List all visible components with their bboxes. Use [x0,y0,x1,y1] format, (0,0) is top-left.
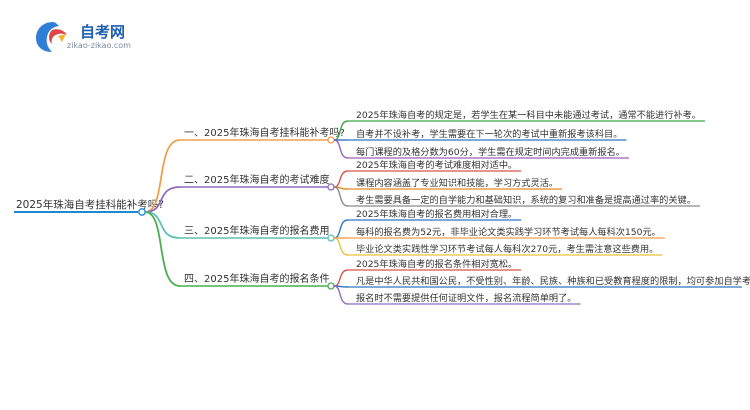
leaf-text-3-2[interactable]: 每科的报名费为52元，非毕业论文类实践学习环节考试每人每科次150元。 [356,226,661,238]
leaf-text-3-1[interactable]: 2025年珠海自考的报名费用相对合理。 [356,208,517,220]
leaf-text-1-3[interactable]: 每门课程的及格分数为60分，学生需在规定时间内完成重新报名。 [356,146,625,158]
branch-connector-4 [144,211,181,287]
branch-connector-2 [144,186,181,213]
leaf-connector-3-3 [333,237,349,256]
branch-node-dot-1 [327,136,335,144]
branch-topic-1[interactable]: 一、2025年珠海自考挂科能补考吗? [184,126,345,139]
leaf-text-4-1[interactable]: 2025年珠海自考的报名条件相对宽松。 [356,258,517,270]
leaf-connector-2-3 [333,186,349,207]
leaf-text-4-3[interactable]: 报名时不需要提供任何证明文件，报名流程简单明了。 [356,292,577,304]
branch-node-dot-4 [327,282,335,290]
leaf-text-4-2[interactable]: 凡是中华人民共和国公民，不受性别、年龄、民族、种族和已受教育程度的限制，均可参加… [356,275,750,287]
leaf-connector-2-1 [333,170,349,188]
root-topic[interactable]: 2025年珠海自考挂科能补考吗? [16,198,164,211]
leaf-connector-3-1 [333,219,349,239]
logo-domain: zikao-zikao.com [67,41,131,50]
leaf-connector-4-3 [333,285,349,305]
leaf-connector-1-3 [333,139,349,159]
branch-connector-1 [144,139,181,213]
leaf-text-2-1[interactable]: 2025年珠海自考的考试难度相对适中。 [356,159,517,171]
leaf-connector-4-1 [333,269,349,287]
branch-topic-2[interactable]: 二、2025年珠海自考的考试难度 [184,173,329,186]
branch-node-dot-2 [327,183,335,191]
leaf-text-1-2[interactable]: 自考并不设补考，学生需要在下一轮次的考试中重新报考该科目。 [356,128,622,140]
site-logo[interactable] [30,16,160,56]
branch-node-dot-3 [327,234,335,242]
branch-connector-3 [144,211,181,239]
leaf-text-1-1[interactable]: 2025年珠海自考的规定是，若学生在某一科目中未能通过考试，通常不能进行补考。 [356,109,701,121]
leaf-text-3-3[interactable]: 毕业论文类实践性学习环节考试每人每科次270元，考生需注意这些费用。 [356,243,658,255]
logo-name: 自考网 [80,23,126,41]
leaf-text-2-3[interactable]: 考生需要具备一定的自学能力和基础知识，系统的复习和准备是提高通过率的关键。 [356,194,696,206]
branch-topic-3[interactable]: 三、2025年珠海自考的报名费用 [184,224,329,237]
logo-emblem-icon [36,22,67,52]
leaf-text-2-2[interactable]: 课程内容涵盖了专业知识和技能，学习方式灵活。 [356,177,558,189]
root-node-dot [138,208,146,216]
branch-topic-4[interactable]: 四、2025年珠海自考的报名条件 [184,272,329,285]
